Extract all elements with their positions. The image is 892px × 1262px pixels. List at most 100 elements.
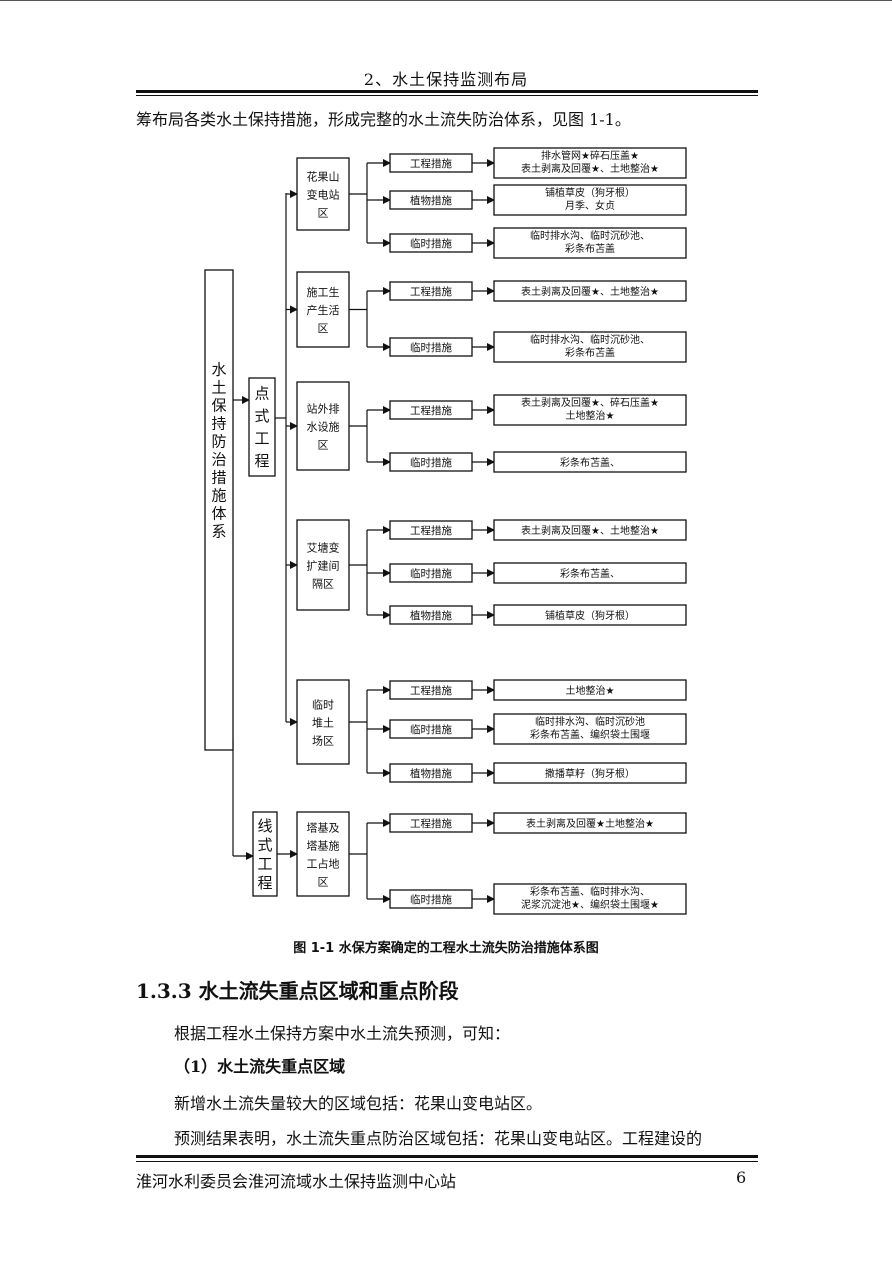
root-node-label: 系 [211,522,226,540]
measure-detail-box [493,562,687,584]
measure-detail-text: 表土剥离及回覆★、碎石压盖★ [521,396,659,409]
root-node-label: 措 [211,468,226,486]
zone-name-label: 隔区 [312,578,334,591]
zone-name-label: 区 [318,876,329,889]
measure-type-box [389,813,473,833]
category-linear-project-label: 工 [257,855,272,873]
measure-type-label: 临时措施 [410,723,452,736]
category-linear-project-label: 线 [257,817,272,835]
measure-detail-box [493,331,687,363]
figure-caption: 图 1-1 水保方案确定的工程水土流失防治措施体系图 [293,941,599,956]
footer-organization: 淮河水利委员会淮河流域水土保持监测中心站 [136,1172,457,1191]
category-point-project-label: 工 [254,430,269,448]
root-node-label: 体 [211,504,226,522]
zone-box [296,811,350,897]
measure-type-box [389,452,473,472]
measure-type-box [389,719,473,739]
measure-type-label: 工程措施 [410,684,452,697]
root-node-label: 水 [211,360,226,378]
section-heading: 1.3.3 水土流失重点区域和重点阶段 [136,979,459,1003]
zone-box [296,679,350,765]
measure-detail-text: 彩条布苫盖 [565,346,615,359]
measure-detail-text: 土地整治★ [566,409,615,422]
measure-detail-box [493,451,687,473]
measure-detail-text: 彩条布苫盖、 [560,567,620,580]
zone-name-label: 堆土 [312,717,334,730]
intro-paragraph: 筹布局各类水土保持措施，形成完整的水土流失防治体系，见图 1-1。 [136,110,631,129]
measure-detail-text: 表土剥离及回覆★、土地整治★ [521,285,659,298]
footer-rule-thick [136,1155,758,1158]
paragraph-new-loss: 新增水土流失量较大的区域包括：花果山变电站区。 [174,1094,543,1113]
measure-detail-text: 铺植草皮（狗牙根） [545,186,635,199]
zone-name-label: 产生活 [307,303,340,317]
measure-detail-text: 表土剥离及回覆★土地整治★ [526,817,654,830]
zone-name-label: 施工生 [307,285,340,299]
root-node-label: 治 [211,450,226,468]
measure-detail-text: 铺植草皮（狗牙根） [545,609,635,622]
measure-type-box [389,153,473,173]
measure-detail-text: 排水管网★碎石压盖★ [541,149,639,162]
root-node-box [204,269,234,751]
measure-type-box [389,563,473,583]
zone-name-label: 变电站 [307,188,340,202]
measure-detail-text: 彩条布苫盖 [565,242,615,255]
zone-name-label: 扩建间 [307,559,340,573]
zone-name-label: 区 [318,207,329,220]
measure-detail-box [493,394,687,426]
header-rule-thick [136,90,758,93]
measure-type-label: 工程措施 [410,817,452,830]
measure-detail-text: 撒播草籽（狗牙根） [545,767,635,780]
measure-detail-text: 彩条布苫盖、临时排水沟、 [530,885,650,898]
category-linear-project-label: 式 [257,836,272,854]
measure-type-label: 工程措施 [410,285,452,298]
category-point-project-label: 点 [254,385,269,403]
zone-name-label: 工占地 [307,857,340,871]
measure-detail-text: 临时排水沟、临时沉砂池 [535,715,645,728]
measure-detail-box [493,812,687,834]
measure-type-box [389,889,473,909]
category-linear-project-label: 程 [257,874,272,892]
zone-name-label: 花果山 [307,171,340,184]
measure-detail-text: 月季、女贞 [565,199,615,212]
zone-name-label: 水设施 [307,421,340,434]
measure-detail-text: 表土剥离及回覆★、土地整治★ [521,162,659,175]
page-number: 6 [736,1168,747,1187]
measure-type-box [389,281,473,301]
zone-name-label: 区 [318,439,329,452]
zone-name-label: 场区 [312,734,334,748]
measure-type-label: 临时措施 [410,567,452,580]
measure-detail-box [493,280,687,302]
footer-rule-thin [136,1161,758,1162]
measure-detail-text: 彩条布苫盖、编织袋土围堰 [530,728,650,741]
paragraph-prediction: 根据工程水土保持方案中水土流失预测，可知： [174,1024,511,1043]
zone-name-label: 艾塘变 [307,541,340,555]
measure-type-label: 植物措施 [410,194,452,207]
measure-detail-text: 土地整治★ [566,684,615,697]
measure-type-label: 植物措施 [410,609,452,622]
measure-type-label: 临时措施 [410,341,452,354]
measure-detail-text: 彩条布苫盖、 [560,456,620,469]
root-node-label: 土 [211,378,226,396]
measure-detail-box [493,679,687,701]
category-point-project-label: 式 [254,407,269,425]
measure-type-box [389,763,473,783]
measure-detail-box [493,604,687,626]
root-node-label: 保 [211,396,226,414]
measure-type-label: 工程措施 [410,524,452,537]
measure-detail-box [493,227,687,259]
measure-type-box [389,337,473,357]
measure-detail-text: 临时排水沟、临时沉砂池、 [530,229,650,242]
measure-detail-box [493,713,687,745]
measure-detail-box [493,184,687,216]
category-point-project-label: 程 [254,452,269,470]
zone-box [296,519,350,611]
sub-heading-key-areas: （1）水土流失重点区域 [174,1057,346,1076]
paragraph-key-zone: 预测结果表明，水土流失重点防治区域包括：花果山变电站区。工程建设的 [174,1129,703,1148]
zone-name-label: 塔基及 [307,822,340,835]
measures-system-diagram: 水土保持防治措施体系点式工程线式工程花果山变电站区工程措施排水管网★碎石压盖★表… [204,147,687,915]
zone-name-label: 塔基施 [307,840,340,853]
zone-box [296,157,350,231]
zone-name-label: 区 [318,322,329,335]
measure-type-label: 工程措施 [410,404,452,417]
zone-box [296,381,350,471]
